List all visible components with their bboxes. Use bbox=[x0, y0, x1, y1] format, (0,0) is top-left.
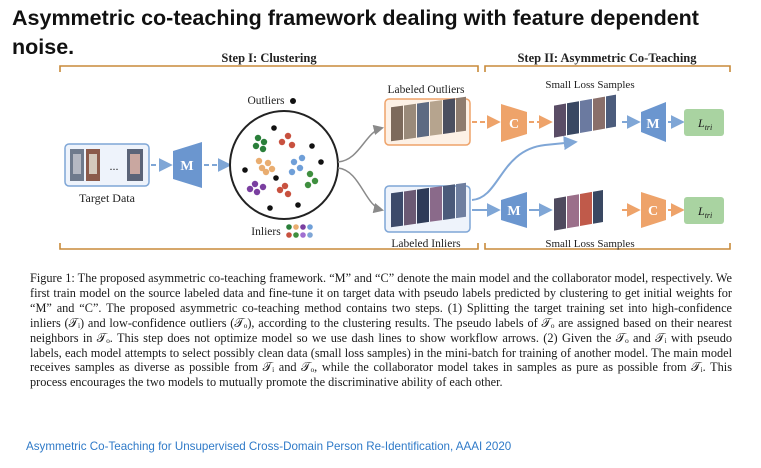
cluster-circle bbox=[229, 110, 339, 220]
step2-label: Step II: Asymmetric Co-Teaching bbox=[517, 51, 697, 65]
loss-bottom-sub: tri bbox=[705, 211, 713, 220]
slide-title: Asymmetric co-teaching framework dealing… bbox=[12, 6, 699, 59]
model-m-step1-label: M bbox=[180, 159, 193, 174]
arrow-inliers-to-top-samples bbox=[471, 136, 578, 201]
step2-bracket-top bbox=[484, 65, 731, 72]
target-data-box bbox=[64, 143, 150, 187]
loss-top-base: L bbox=[697, 116, 705, 130]
small-loss-bottom-label: Small Loss Samples bbox=[545, 238, 634, 250]
target-ellipsis: ... bbox=[110, 159, 119, 173]
step1-bracket-top bbox=[59, 65, 479, 72]
loss-bottom-label: Ltri bbox=[697, 204, 712, 220]
model-m-step1 bbox=[173, 142, 202, 188]
loss-box-top bbox=[684, 109, 724, 136]
citation-text: Asymmetric Co-Teaching for Unsupervised … bbox=[26, 440, 512, 453]
target-data-label: Target Data bbox=[79, 191, 136, 205]
model-m-bottom-label: M bbox=[507, 204, 520, 219]
step2-bracket-bottom bbox=[484, 243, 731, 250]
labeled-inliers-label: Labeled Inliers bbox=[391, 238, 461, 250]
labeled-outliers-label: Labeled Outliers bbox=[388, 84, 465, 96]
framework-figure: Step I: Clustering Step II: Asymmetric C… bbox=[30, 50, 750, 268]
model-c-bottom-right-label: C bbox=[648, 204, 658, 219]
loss-box-bottom bbox=[684, 197, 724, 224]
arrow-cluster-to-outliers bbox=[337, 124, 385, 163]
outliers-label: Outliers bbox=[247, 95, 285, 107]
model-c-bottom-right bbox=[641, 192, 666, 228]
model-c-top-label: C bbox=[509, 117, 519, 132]
loss-top-label: Ltri bbox=[697, 116, 712, 132]
framework-diagram: Step I: Clustering Step II: Asymmetric C… bbox=[59, 51, 731, 250]
outlier-dot-icon bbox=[290, 98, 296, 104]
loss-bottom-base: L bbox=[697, 204, 705, 218]
inliers-label: Inliers bbox=[251, 226, 281, 238]
model-c-top bbox=[501, 104, 527, 142]
inlier-dots-icon bbox=[286, 224, 313, 238]
arrow-cluster-to-inliers bbox=[337, 167, 385, 214]
labeled-outliers-box bbox=[384, 96, 471, 146]
model-m-bottom bbox=[501, 192, 527, 228]
small-loss-samples-top bbox=[554, 94, 616, 138]
model-m-top-right bbox=[641, 102, 666, 142]
figure-caption: Figure 1: The proposed asymmetric co-tea… bbox=[30, 271, 732, 390]
labeled-inliers-box bbox=[384, 182, 471, 233]
step1-bracket-bottom bbox=[59, 243, 479, 250]
model-m-top-right-label: M bbox=[646, 117, 659, 132]
small-loss-samples-bottom bbox=[554, 189, 603, 231]
small-loss-top-label: Small Loss Samples bbox=[545, 79, 634, 91]
loss-top-sub: tri bbox=[705, 123, 713, 132]
step1-label: Step I: Clustering bbox=[221, 51, 317, 65]
